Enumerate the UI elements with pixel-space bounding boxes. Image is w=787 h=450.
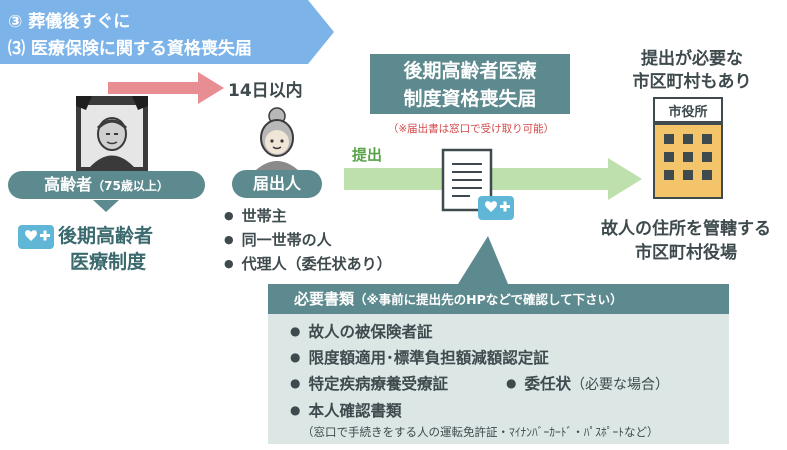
deadline-label: 14日以内	[228, 81, 303, 101]
office-note-line-2: 市区町村もあり	[632, 72, 752, 92]
applicant-item: 同一世帯の人	[224, 229, 392, 250]
insurance-card-icon	[18, 225, 54, 249]
banner-line-2: ⑶ 医療保険に関する資格喪失届	[8, 39, 252, 59]
banner-shape	[0, 0, 334, 64]
down-pointer	[93, 200, 119, 212]
id-doc-note: （窓口で手続きをする人の運転免許証・ﾏｲﾅﾝﾊﾞｰｶｰﾄﾞ・ﾊﾟｽﾎﾟｰﾄなど）	[302, 425, 659, 439]
required-doc-item: ●故人の被保険者証	[290, 323, 433, 341]
office-note-line-1: 提出が必要な	[641, 49, 743, 69]
required-doc-item: ●限度額適用･標準負担額減額認定証	[290, 349, 549, 367]
deceased-age-note: （75歳以上）	[92, 179, 169, 193]
required-docs-header: 必要書類（※事前に提出先のHPなどで確認して下さい）	[268, 284, 729, 314]
banner-line-1: ③ 葬儀後すぐに	[8, 12, 131, 32]
building-sign: 市役所	[668, 105, 708, 120]
step-banner: ③ 葬儀後すぐに ⑶ 医療保険に関する資格喪失届	[0, 0, 334, 64]
applicant-item: 世帯主	[224, 205, 392, 226]
deceased-portrait-icon	[76, 96, 148, 172]
deceased-label: 高齢者（75歳以上）	[8, 171, 205, 199]
form-note: （※届出書は窓口で受け取り可能）	[387, 123, 555, 135]
callout-pointer	[458, 236, 508, 284]
document-icon	[441, 148, 514, 220]
applicant-list: 世帯主 同一世帯の人 代理人（委任状あり）	[224, 205, 392, 277]
required-docs-body: ●故人の被保険者証 ●限度額適用･標準負担額減額認定証 ●特定疾病療養受療証 ●…	[268, 314, 729, 444]
applicant-item: 代理人（委任状あり）	[224, 253, 392, 274]
form-title-box: 後期高齢者医療 制度資格喪失届	[370, 54, 570, 114]
applicant-label: 届出人	[232, 170, 322, 198]
form-title-line-1: 後期高齢者医療	[403, 60, 537, 82]
required-doc-item: ●委任状（必要な場合）	[506, 375, 669, 393]
required-docs-title: 必要書類	[294, 290, 355, 308]
applicant-avatar-icon	[256, 107, 298, 170]
submit-label: 提出	[352, 146, 383, 164]
required-docs-title-note: （※事前に提出先のHPなどで確認して下さい）	[354, 292, 623, 307]
deadline-arrow	[108, 72, 224, 104]
city-hall-building-icon	[653, 97, 723, 199]
form-title-line-2: 制度資格喪失届	[403, 88, 537, 110]
required-doc-item: ●特定疾病療養受療証	[290, 375, 448, 393]
deceased-label-text: 高齢者	[44, 175, 93, 194]
required-doc-item: ●本人確認書類	[290, 402, 402, 420]
system-name-line-1: 後期高齢者	[58, 225, 154, 247]
office-desc-line-2: 市区町村役場	[635, 243, 737, 263]
system-name-line-2: 医療制度	[70, 251, 147, 273]
office-desc-line-1: 故人の住所を管轄する	[601, 219, 771, 239]
